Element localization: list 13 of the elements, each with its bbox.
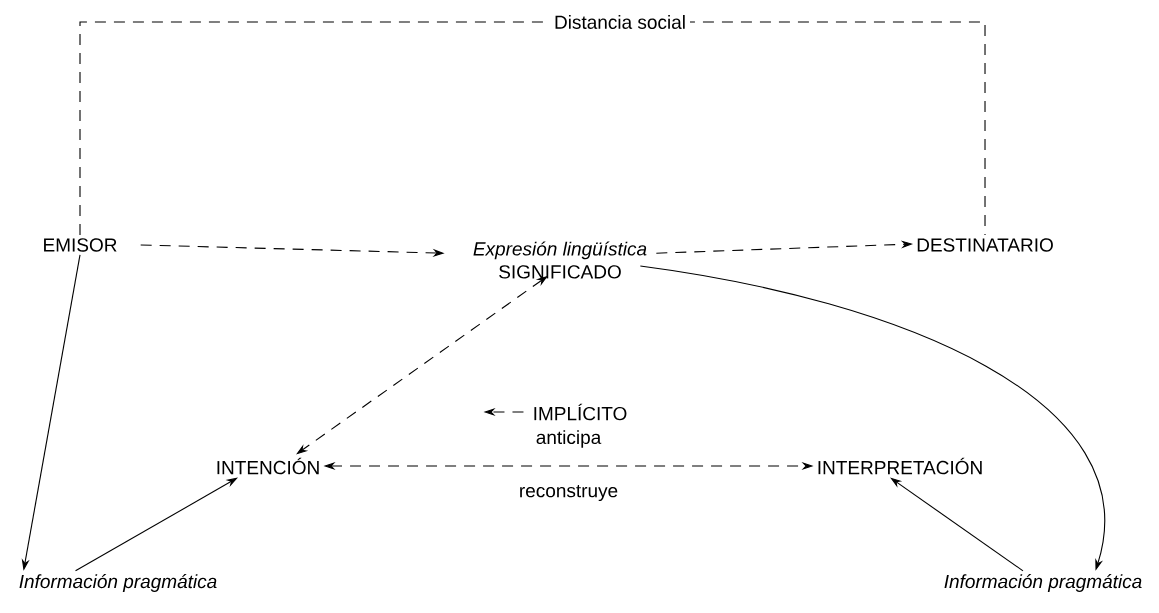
text-label: reconstruye (520, 484, 618, 502)
text-label: EMISOR (44, 238, 117, 252)
edge-label: Distancia social (550, 11, 690, 33)
text-label: IMPLÍCITO (534, 403, 627, 421)
edge-label: anticipa (531, 426, 606, 452)
text-label: INTERPRETACIÓN (818, 457, 982, 475)
text-label: Información pragmática (19, 574, 217, 592)
text-label: Expresión lingüística SIGNIFICADO (473, 241, 647, 279)
arrow (75, 477, 238, 572)
text-label: INTENCIÓN (217, 457, 319, 475)
text-label: Información pragmática (944, 574, 1142, 592)
arrow (890, 477, 1024, 572)
text-label: DESTINATARIO (917, 238, 1053, 252)
